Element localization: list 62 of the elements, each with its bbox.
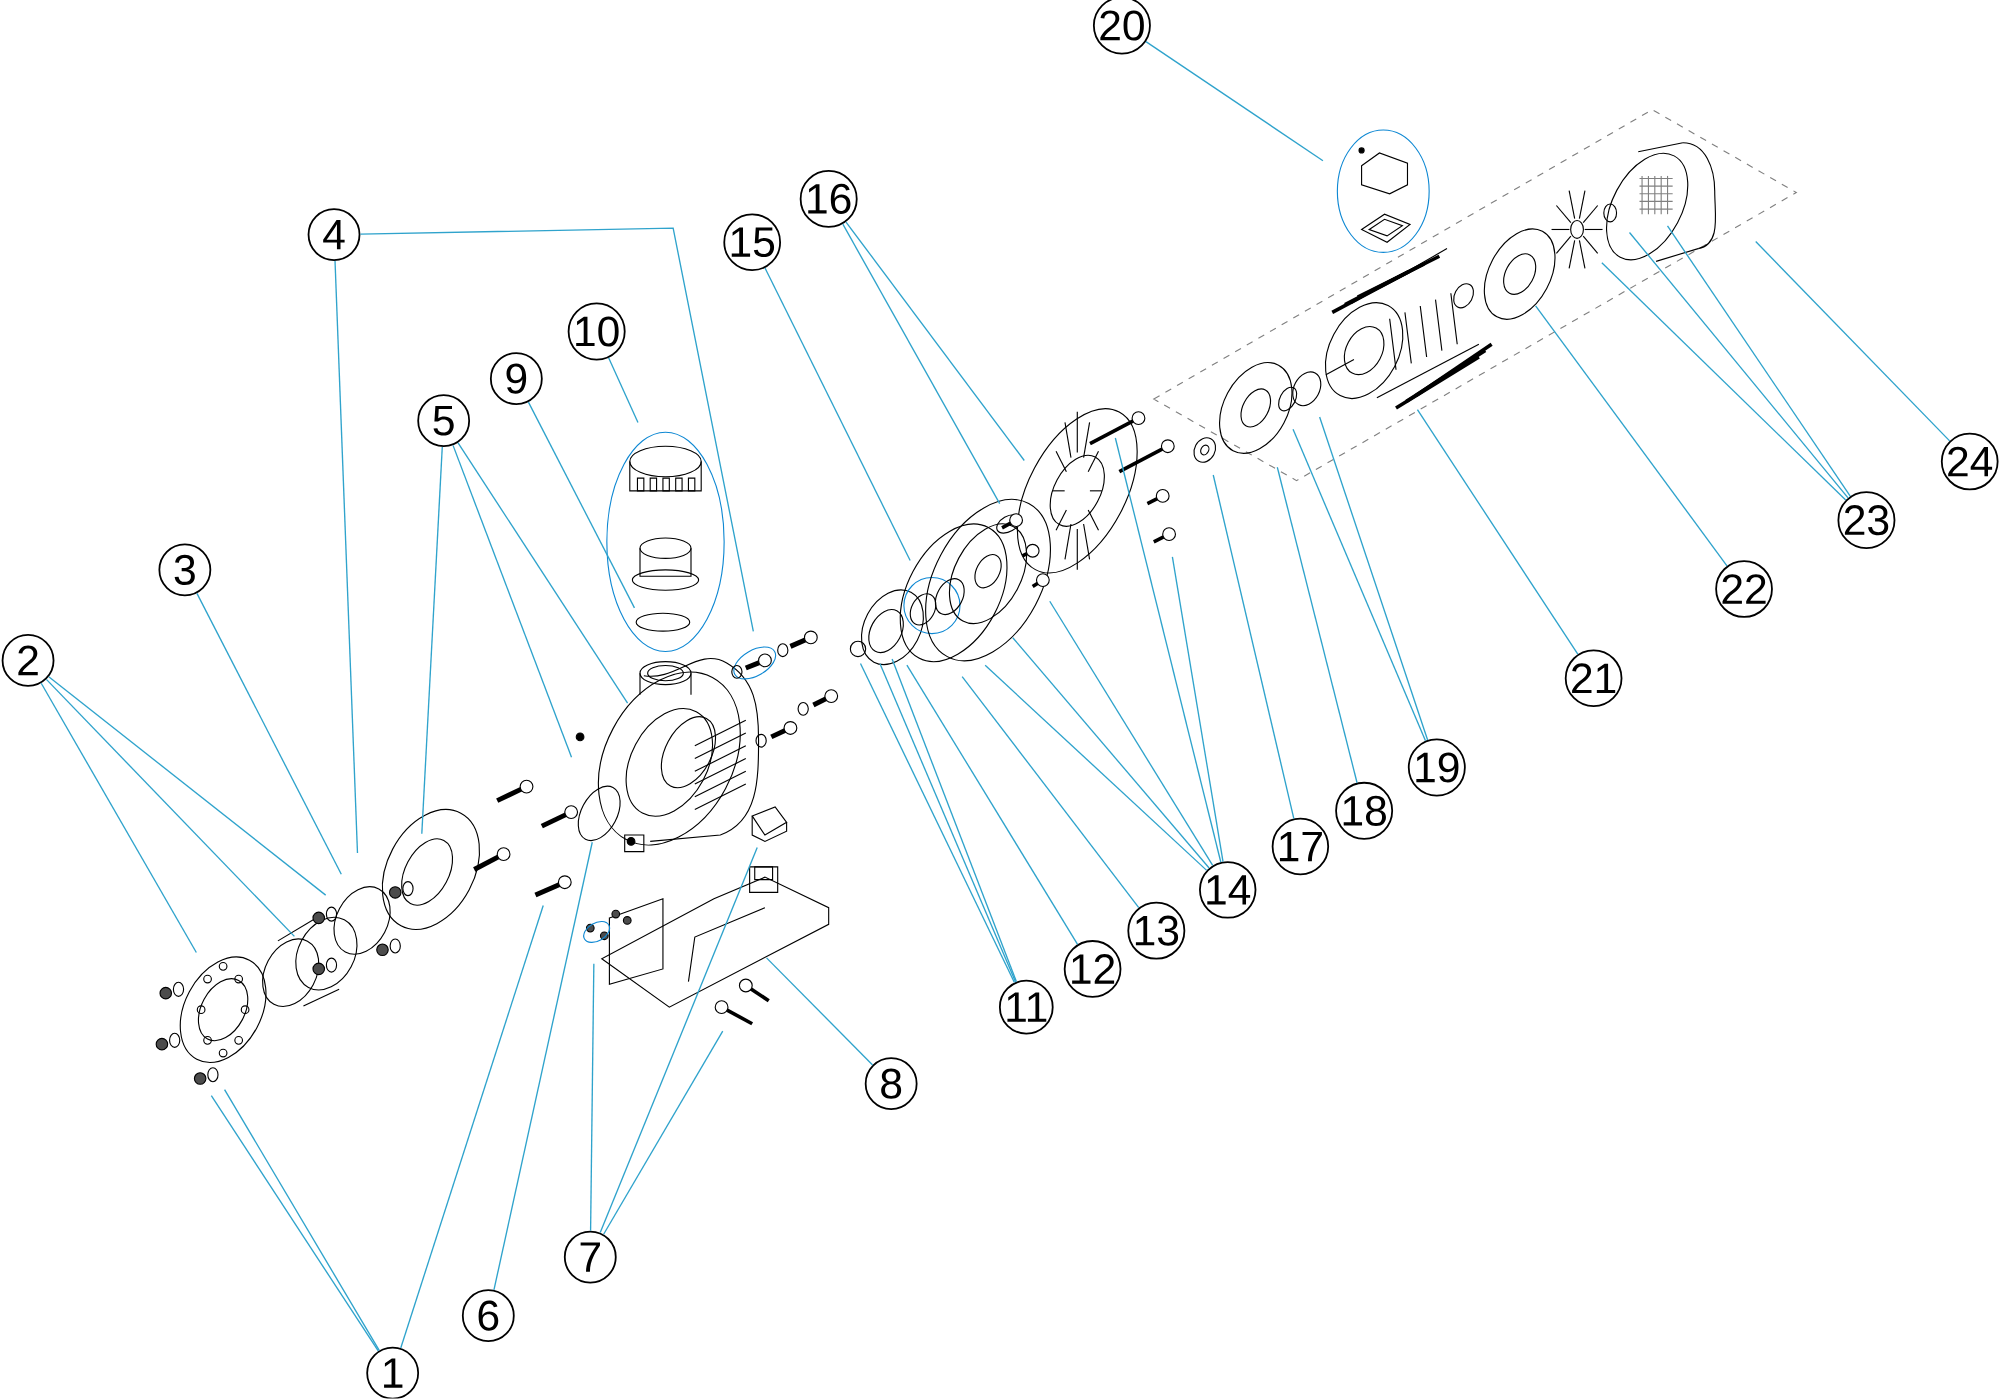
callout-number: 10 [567,302,626,361]
leader-line [1534,305,1728,567]
callout-number: 24 [1940,432,1999,491]
leader-line [527,401,636,609]
leader-line [359,227,754,633]
callout-number: 21 [1564,649,1623,708]
leader-line [1601,262,1847,501]
leader-line [1114,437,1222,863]
callout-number: 3 [158,543,212,597]
leader-line [599,847,758,1234]
callout-number: 16 [799,170,858,229]
leader-line [45,678,296,938]
leader-line [1666,225,1851,498]
leader-line [457,442,629,705]
leader-line [961,676,1140,909]
callout-number: 8 [864,1057,918,1111]
leader-line [845,221,1025,462]
leader-line [1171,556,1224,863]
callout-number: 12 [1063,940,1122,998]
leader-line [906,664,1079,946]
callout-number: 11 [998,980,1054,1035]
leader-line [334,260,359,854]
leader-line [842,223,1001,505]
leader-line [764,267,911,562]
callout-number: 17 [1271,818,1330,876]
leader-line [1755,241,1951,442]
leader-line [984,664,1208,872]
leader-line [1049,600,1214,867]
leader-line [602,1030,724,1236]
leader-line [1276,466,1358,784]
leader-line [589,963,595,1232]
leader-line [1012,637,1210,869]
callout-number: 2 [1,634,55,687]
leader-line [1628,232,1849,499]
callout-number: 6 [461,1289,515,1343]
leader-line [607,357,639,424]
callout-number: 18 [1335,782,1394,840]
callout-number: 14 [1199,861,1257,919]
callout-number: 1 [366,1346,420,1399]
callout-number: 9 [489,352,543,406]
callout-number: 19 [1407,738,1466,797]
leader-line [48,676,327,896]
callout-number: 22 [1715,560,1773,619]
leader-line [493,841,593,1291]
leader-line [196,592,342,876]
leader-line [40,682,197,954]
callout-number: 7 [563,1230,617,1284]
leader-line [1318,416,1429,741]
leader-line [1416,409,1579,656]
leader-line [765,957,874,1066]
callout-number: 15 [723,213,781,272]
leader-line [1292,428,1427,742]
leader-line [452,444,573,759]
callout-number: 4 [307,208,361,262]
leader-line [421,446,443,835]
leader-line [1212,474,1295,820]
callout-number: 5 [417,394,471,448]
callout-number: 23 [1837,491,1896,550]
leader-line [1145,41,1324,162]
callout-number: 20 [1092,0,1151,55]
callout-number: 13 [1127,901,1186,960]
leader-line [400,905,544,1349]
